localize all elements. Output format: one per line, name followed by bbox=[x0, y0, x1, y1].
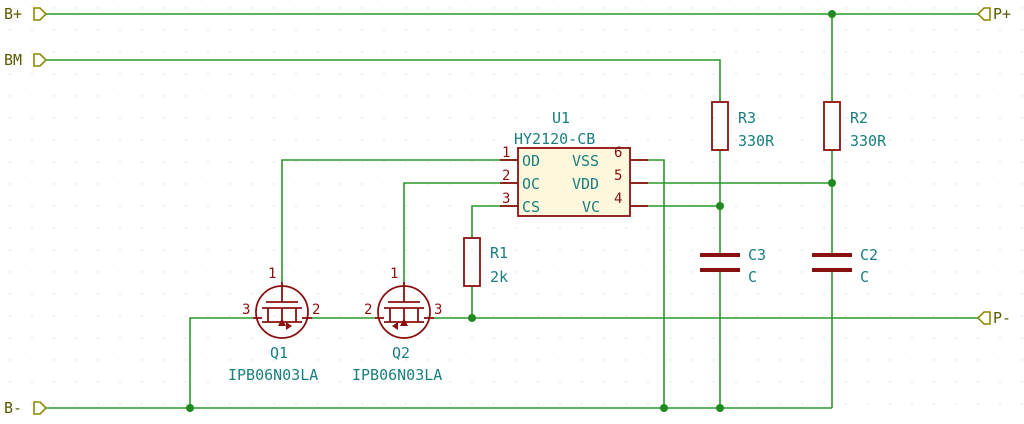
q1-ref: Q1 bbox=[270, 344, 288, 362]
junction-dot bbox=[186, 404, 194, 412]
r2-value: 330R bbox=[850, 132, 887, 150]
u1-pin-number: 3 bbox=[502, 191, 510, 207]
c2-ref: C2 bbox=[860, 246, 878, 264]
port-p-plus[interactable]: P+ bbox=[976, 5, 1011, 23]
q1-pin-left: 3 bbox=[242, 302, 250, 318]
grid-dots bbox=[9, 7, 1023, 405]
r2-resistor[interactable]: R2 330R bbox=[823, 101, 887, 151]
r3-body bbox=[711, 101, 729, 151]
q2-diode-icon bbox=[392, 322, 398, 330]
u1-pin-number: 5 bbox=[614, 168, 622, 184]
output-port-arrow-icon bbox=[976, 311, 991, 325]
port-p-plus-label: P+ bbox=[993, 5, 1011, 23]
r2-body bbox=[823, 101, 841, 151]
r3-resistor[interactable]: R3 330R bbox=[711, 101, 775, 151]
u1-pin-number: 1 bbox=[502, 145, 510, 161]
q2-pin-left: 2 bbox=[364, 302, 372, 318]
r1-ref: R1 bbox=[490, 244, 508, 262]
port-b-minus-label: B- bbox=[4, 399, 22, 417]
u1-pin-name: OD bbox=[522, 152, 540, 170]
q2-mosfet[interactable]: 1 2 3 Q2 IPB06N03LA bbox=[352, 266, 442, 384]
q2-arrow-icon bbox=[400, 318, 408, 326]
c3-ref: C3 bbox=[748, 246, 766, 264]
junction-dot bbox=[828, 179, 836, 187]
u1-chip[interactable]: U1 HY2120-CB 1 2 3 6 5 4 OD OC CS VSS VD… bbox=[500, 109, 648, 217]
q1-arrow-icon bbox=[278, 318, 286, 326]
junction-dot bbox=[660, 404, 668, 412]
u1-pin-number: 6 bbox=[614, 145, 622, 161]
port-b-minus[interactable]: B- bbox=[4, 399, 48, 417]
port-p-minus[interactable]: P- bbox=[976, 309, 1011, 327]
port-b-plus[interactable]: B+ bbox=[4, 5, 48, 23]
r3-value: 330R bbox=[738, 132, 775, 150]
q1-mosfet[interactable]: 1 3 2 Q1 IPB06N03LA bbox=[228, 266, 320, 384]
q2-pin-right: 3 bbox=[434, 302, 442, 318]
q2-mosfet-icon bbox=[377, 285, 431, 339]
port-bm[interactable]: BM bbox=[4, 51, 48, 69]
wire-oc bbox=[403, 182, 518, 284]
c3-capacitor[interactable]: C3 C bbox=[700, 246, 766, 286]
wire-q1-left bbox=[189, 317, 253, 408]
q2-pin-gate: 1 bbox=[390, 266, 398, 282]
r3-ref: R3 bbox=[738, 109, 756, 127]
u1-pin-name: OC bbox=[522, 175, 540, 193]
wire-bm bbox=[46, 59, 721, 102]
r1-body bbox=[463, 237, 481, 287]
c2-capacitor[interactable]: C2 C bbox=[812, 246, 878, 286]
port-b-plus-label: B+ bbox=[4, 5, 22, 23]
q1-diode-icon bbox=[286, 322, 292, 330]
u1-pin-name: VDD bbox=[572, 175, 599, 193]
port-bm-label: BM bbox=[4, 51, 22, 69]
q1-pin-right: 2 bbox=[312, 302, 320, 318]
c2-value: C bbox=[860, 268, 869, 286]
q1-pin-gate: 1 bbox=[268, 266, 276, 282]
junctions bbox=[186, 10, 836, 412]
input-port-arrow-icon bbox=[33, 53, 48, 67]
output-port-arrow-icon bbox=[976, 7, 991, 21]
junction-dot bbox=[828, 10, 836, 18]
r1-value: 2k bbox=[490, 268, 508, 286]
q1-mosfet-icon bbox=[255, 285, 309, 339]
q1-value: IPB06N03LA bbox=[228, 366, 318, 384]
u1-pin-number: 2 bbox=[502, 168, 510, 184]
u1-pin-name: VSS bbox=[572, 152, 599, 170]
u1-pin-name: CS bbox=[522, 198, 540, 216]
u1-ref: U1 bbox=[552, 109, 570, 127]
junction-dot bbox=[716, 404, 724, 412]
u1-pin-number: 4 bbox=[614, 191, 622, 207]
wire-od bbox=[281, 159, 518, 284]
port-p-minus-label: P- bbox=[993, 309, 1011, 327]
c3-value: C bbox=[748, 268, 757, 286]
r2-ref: R2 bbox=[850, 109, 868, 127]
u1-pin-name: VC bbox=[582, 198, 600, 216]
junction-dot bbox=[468, 314, 476, 322]
q2-value: IPB06N03LA bbox=[352, 366, 442, 384]
r1-resistor[interactable]: R1 2k bbox=[463, 237, 508, 287]
wires bbox=[46, 13, 978, 409]
u1-body bbox=[517, 147, 631, 217]
input-port-arrow-icon bbox=[33, 401, 48, 415]
junction-dot bbox=[716, 202, 724, 210]
q2-ref: Q2 bbox=[392, 344, 410, 362]
input-port-arrow-icon bbox=[33, 7, 48, 21]
u1-value: HY2120-CB bbox=[514, 130, 595, 148]
wire-cs bbox=[471, 205, 518, 238]
wire-vss bbox=[630, 159, 665, 408]
